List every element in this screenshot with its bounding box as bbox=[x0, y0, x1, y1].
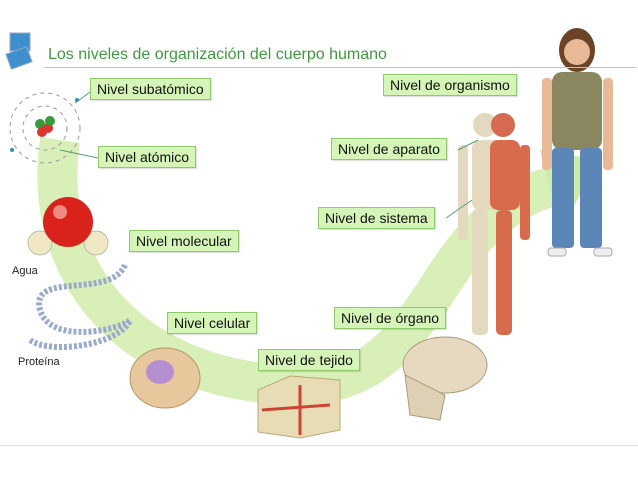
human-anatomy-figure bbox=[458, 113, 530, 335]
page-title: Los niveles de organización del cuerpo h… bbox=[48, 46, 387, 63]
label-system: Nivel de sistema bbox=[318, 207, 435, 229]
cell-illustration bbox=[129, 347, 201, 409]
bottom-divider bbox=[0, 445, 638, 446]
label-molecular: Nivel molecular bbox=[129, 230, 239, 252]
girl-figure bbox=[542, 28, 613, 257]
caption-water: Agua bbox=[12, 265, 38, 277]
skull-illustration bbox=[402, 336, 488, 421]
label-subatomic: Nivel subatómico bbox=[90, 78, 211, 100]
label-atomic: Nivel atómico bbox=[98, 146, 197, 168]
tissue-block bbox=[257, 375, 341, 439]
label-tissue: Nivel de tejido bbox=[258, 349, 360, 371]
label-cellular: Nivel celular bbox=[167, 312, 258, 334]
app-icon bbox=[5, 32, 33, 70]
label-apparatus: Nivel de aparato bbox=[331, 138, 447, 160]
label-organism: Nivel de organismo bbox=[383, 74, 517, 96]
label-organ: Nivel de órgano bbox=[334, 307, 447, 329]
protein-chain bbox=[28, 263, 133, 351]
leader-lines bbox=[59, 91, 479, 219]
title-divider bbox=[44, 67, 636, 68]
caption-protein: Proteína bbox=[18, 356, 60, 368]
progression-arrow bbox=[37, 137, 564, 406]
atom-illustration bbox=[9, 92, 81, 164]
water-molecule bbox=[27, 197, 109, 256]
